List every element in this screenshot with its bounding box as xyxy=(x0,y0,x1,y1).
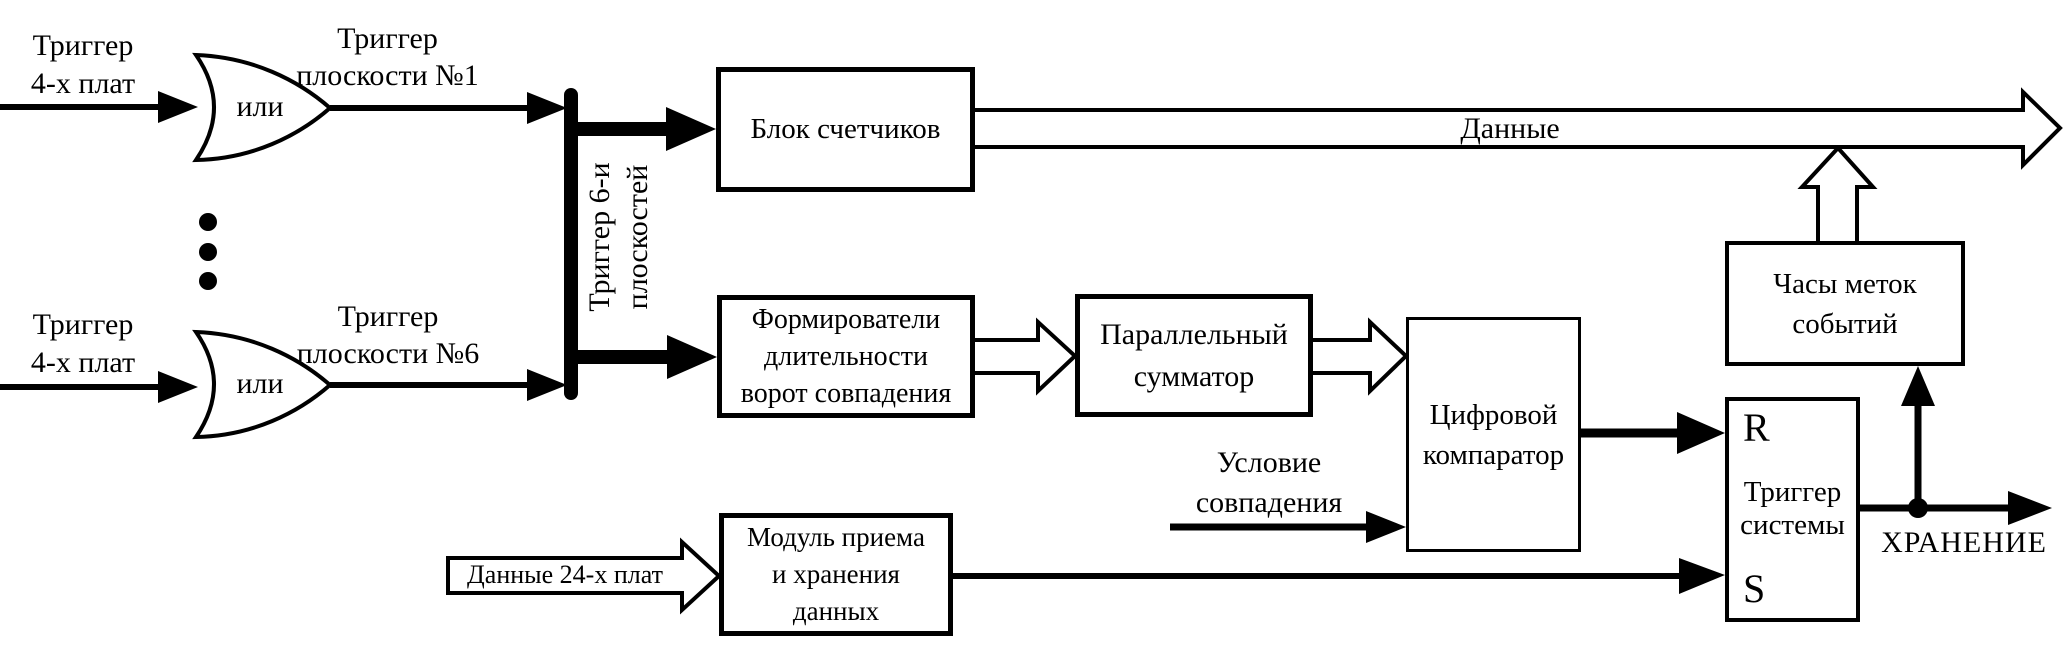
comparator-to-r-arrowhead xyxy=(1677,412,1725,454)
input1-label-line: 4-х плат xyxy=(30,67,136,100)
rs-input-r-label: R xyxy=(1743,405,1770,450)
adder-to-comparator-arrow xyxy=(1313,317,1409,396)
junction-to-clock-arrowhead xyxy=(1901,366,1935,406)
data24-label: Данные 24-х плат xyxy=(448,560,682,590)
storage-text: ХРАНЕНИЕ xyxy=(1881,526,2047,559)
gate-formers-label: ворот совпадения xyxy=(740,378,952,409)
input1-label: Триггер 4-х плат xyxy=(8,27,158,103)
data-storage-module-block: Модуль приема и хранения данных xyxy=(719,513,953,636)
plane-trigger-1-line: плоскости №1 xyxy=(296,59,479,92)
parallel-adder-label: Параллельный xyxy=(1100,317,1288,351)
event-timestamp-clock-block: Часы меток событий xyxy=(1725,241,1965,366)
system-trigger-block: R Триггер системы S xyxy=(1725,397,1860,622)
event-timestamp-clock-label: событий xyxy=(1792,307,1898,340)
plane-trigger-6-label: Триггер плоскости №6 xyxy=(278,298,498,372)
data-bus-arrow xyxy=(975,87,2063,170)
system-trigger-label-line: системы xyxy=(1740,508,1845,541)
input6-label-line: Триггер xyxy=(32,308,134,341)
gate2-output-arrowhead xyxy=(527,369,567,401)
event-timestamp-clock-label: Часы меток xyxy=(1773,267,1917,300)
plane-trigger-6-line: Триггер xyxy=(337,300,439,333)
data-storage-module-label: Модуль приема xyxy=(747,522,925,552)
system-trigger-label: Триггер системы xyxy=(1729,476,1856,542)
data24-text: Данные 24-х плат xyxy=(467,560,663,589)
ellipsis-dot xyxy=(199,243,217,261)
bus-to-formers-arrowhead xyxy=(667,335,717,379)
parallel-adder-label: сумматор xyxy=(1133,359,1255,393)
input6-label: Триггер 4-х плат xyxy=(8,306,158,382)
condition-arrowhead xyxy=(1366,511,1406,543)
clock-to-data-arrow xyxy=(1797,145,1878,241)
gate-formers-label: Формирователи xyxy=(751,304,941,335)
system-trigger-label-line: Триггер xyxy=(1743,475,1842,508)
or-gate-1-label: или xyxy=(200,88,320,126)
ellipsis-dot xyxy=(199,272,217,290)
gate1-output-arrowhead xyxy=(527,92,567,124)
module-to-s-arrowhead xyxy=(1679,558,1725,594)
data-bus-label: Данные xyxy=(1400,112,1620,146)
input6-arrowhead xyxy=(158,371,198,403)
condition-label: Условие совпадения xyxy=(1149,443,1389,523)
plane-trigger-6-line: плоскости №6 xyxy=(296,337,480,370)
gate-formers-block: Формирователи длительности ворот совпаде… xyxy=(717,295,975,418)
or-gate-1-text: или xyxy=(236,90,284,123)
bus-to-counters-arrowhead xyxy=(666,107,716,151)
data24-input-arrow xyxy=(446,537,722,615)
counters-block: Блок счетчиков xyxy=(716,67,975,192)
data-bus-text: Данные xyxy=(1460,112,1560,145)
ellipsis-dot xyxy=(199,213,217,231)
digital-comparator-block: Цифровой компаратор xyxy=(1406,317,1581,552)
input1-label-line: Триггер xyxy=(32,29,134,62)
plane-trigger-1-label: Триггер плоскости №1 xyxy=(280,20,495,94)
condition-label-line: Условие xyxy=(1216,446,1322,479)
six-plane-trigger-bus-line: Триггер 6-и xyxy=(583,162,616,312)
or-gate-2-shape xyxy=(192,329,334,440)
plane-trigger-1-line: Триггер xyxy=(337,22,438,55)
or-gate-2-label: или xyxy=(200,365,320,403)
six-plane-trigger-bus-line: плоскостей xyxy=(621,164,654,310)
storage-label: ХРАНЕНИЕ xyxy=(1868,526,2060,560)
input1-arrowhead xyxy=(158,91,198,123)
digital-comparator-label: Цифровой xyxy=(1429,398,1558,431)
digital-comparator-label: компаратор xyxy=(1422,438,1565,471)
storage-output-arrowhead xyxy=(2008,491,2052,525)
gate-formers-label: длительности xyxy=(764,341,928,372)
formers-to-adder-arrow xyxy=(975,317,1078,396)
counters-block-label: Блок счетчиков xyxy=(750,113,941,145)
or-gate-1-shape xyxy=(192,52,334,163)
or-gate-2-text: или xyxy=(236,367,284,400)
data-storage-module-label: и хранения xyxy=(772,559,900,589)
rs-input-s-label: S xyxy=(1743,566,1766,611)
parallel-adder-block: Параллельный сумматор xyxy=(1075,294,1313,417)
input6-label-line: 4-х плат xyxy=(30,346,136,379)
six-plane-trigger-bus-label: Триггер 6-и плоскостей xyxy=(581,127,661,347)
data-storage-module-label: данных xyxy=(792,596,880,626)
condition-label-line: совпадения xyxy=(1195,486,1343,519)
